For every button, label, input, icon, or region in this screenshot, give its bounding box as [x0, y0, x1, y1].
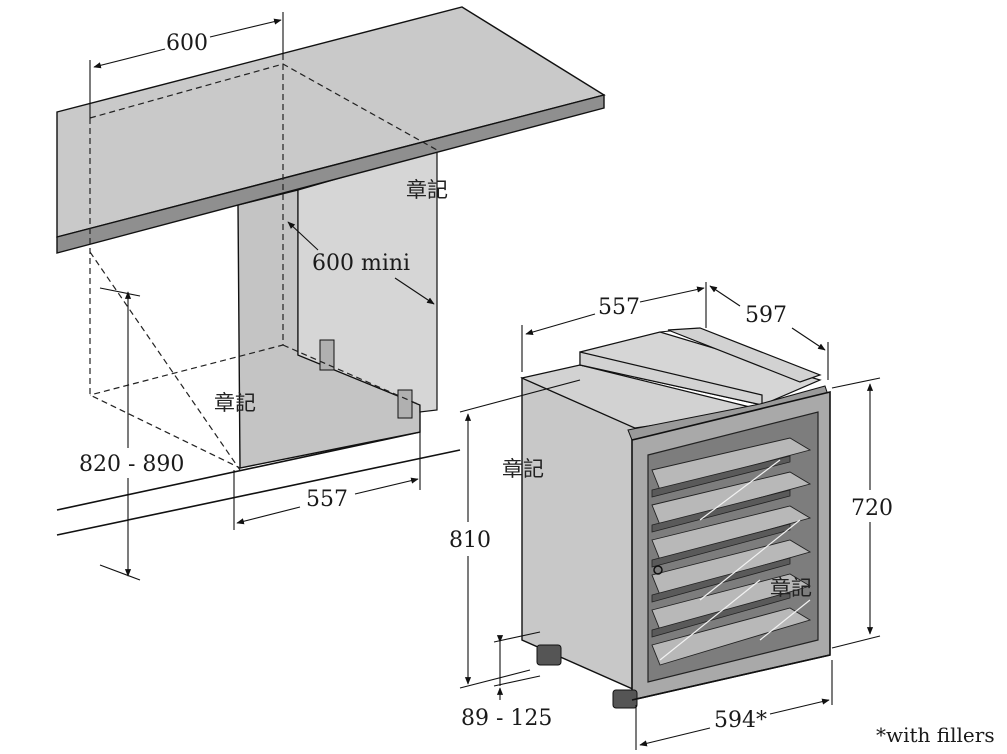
countertop-edge	[56, 94, 605, 254]
dim-niche-depth: 600 mini	[312, 251, 410, 276]
mark-label-2: 章記	[214, 391, 256, 415]
dim-niche-inner-width: 557	[306, 487, 348, 512]
footnote: *with fillers	[876, 723, 995, 747]
dim-top-width: 600	[166, 31, 208, 56]
dim-unit-depth: 597	[745, 303, 787, 328]
mark-label-3: 章記	[502, 457, 544, 481]
appliance-side	[521, 376, 636, 692]
foot-back	[536, 644, 562, 666]
dim-unit-width: 557	[598, 295, 640, 320]
mark-label-4: 章記	[770, 576, 812, 600]
dim-unit-height: 810	[449, 528, 491, 553]
wine-shelves	[651, 437, 812, 666]
appliance-drawing: 557 597 720 810 89 - 125 594* 章記 章記	[449, 282, 893, 750]
dim-niche-height: 820 - 890	[79, 452, 184, 477]
mark-label-1: 章記	[406, 178, 448, 202]
dim-plinth-height: 89 - 125	[461, 706, 552, 731]
niche-drawing: 600 600 mini 820 - 890 557 章記 章記	[56, 6, 606, 581]
dim-door-height: 720	[851, 496, 893, 521]
dim-front-width: 594*	[714, 708, 767, 733]
